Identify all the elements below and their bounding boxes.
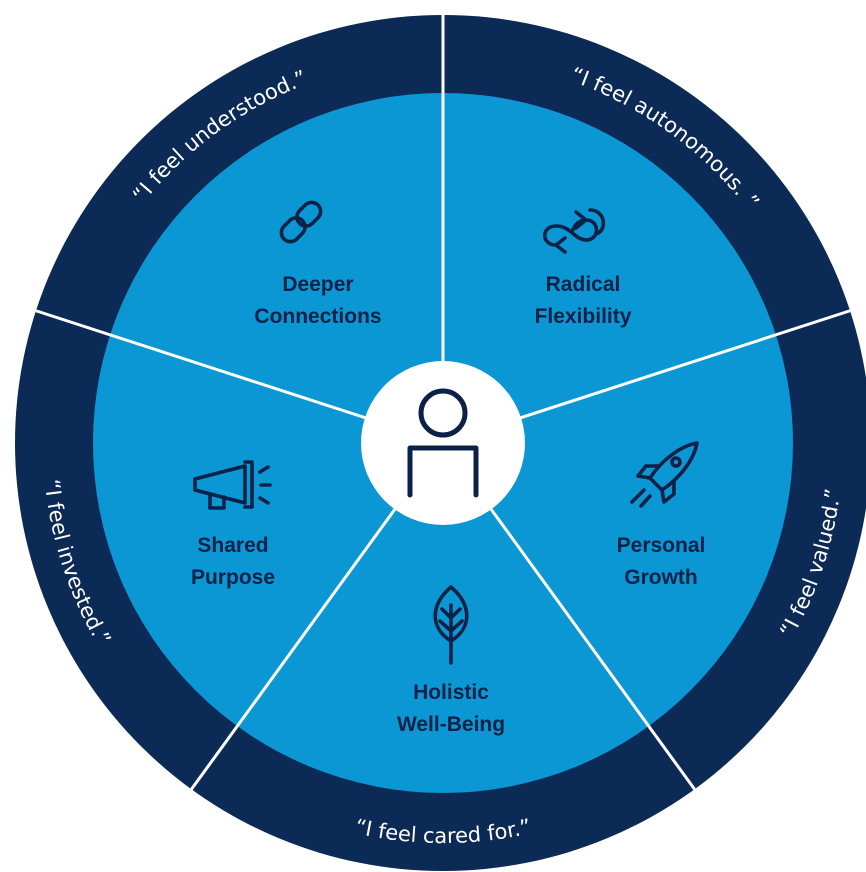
label-line-1: Holistic [413, 681, 489, 704]
label-line-1: Personal [617, 534, 706, 557]
leaf-icon [433, 585, 469, 665]
label-line-2: Purpose [191, 566, 275, 589]
segment-personal-growth: Personal Growth [617, 441, 706, 589]
megaphone-icon [193, 460, 272, 510]
label-line-1: Shared [197, 534, 268, 557]
person-icon [407, 388, 479, 498]
label-line-2: Well-Being [397, 713, 505, 736]
flexible-arrows-icon [542, 208, 606, 254]
label-line-1: Radical [546, 273, 621, 296]
label-line-2: Flexibility [535, 305, 632, 328]
label-line-2: Growth [624, 566, 698, 589]
rocket-icon [630, 441, 699, 508]
segment-shared-purpose: Shared Purpose [191, 460, 275, 589]
label-line-2: Connections [254, 305, 381, 328]
segment-radical-flexibility: Radical Flexibility [535, 208, 632, 328]
segment-holistic-well-being: Holistic Well-Being [397, 585, 505, 736]
center-circle [361, 361, 525, 525]
label-line-1: Deeper [282, 273, 353, 296]
